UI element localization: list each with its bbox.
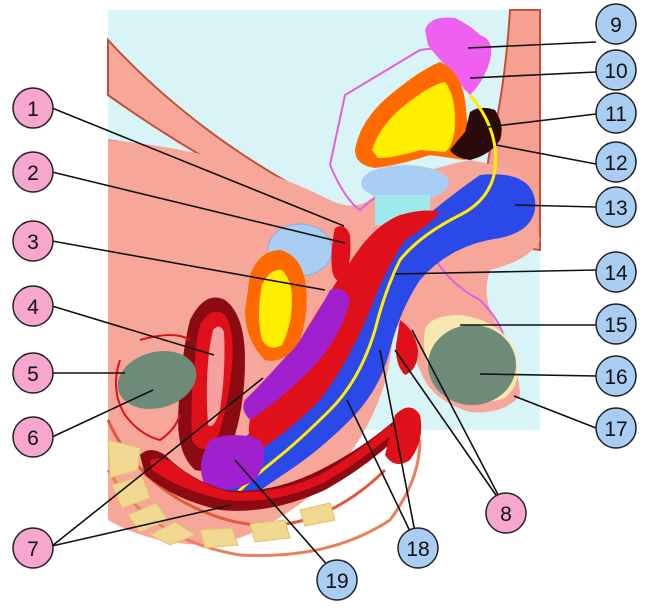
marker-7: 7 (12, 527, 54, 569)
gray-green-organ-left (117, 351, 197, 409)
svg-text:7: 7 (27, 538, 39, 561)
marker-15: 15 (595, 303, 637, 345)
svg-text:15: 15 (604, 314, 627, 337)
marker-2: 2 (12, 151, 54, 193)
marker-11: 11 (595, 92, 637, 134)
red-fringe-outer (139, 334, 191, 341)
red-fringe (115, 359, 181, 442)
svg-text:16: 16 (604, 366, 627, 389)
purple-channel (243, 288, 350, 420)
marker-13: 13 (595, 186, 637, 228)
marker-17: 17 (595, 407, 637, 449)
yellow-organ-left (259, 269, 292, 348)
svg-text:8: 8 (500, 503, 512, 526)
marker-4: 4 (12, 285, 54, 327)
seminal-vesicle-magenta (425, 17, 492, 95)
red-attachment (331, 226, 351, 282)
svg-text:19: 19 (325, 570, 348, 593)
vesicle-yellow (372, 82, 455, 158)
svg-text:10: 10 (604, 60, 627, 83)
marker-14: 14 (595, 251, 637, 293)
svg-text:18: 18 (406, 538, 429, 561)
marker-1: 1 (12, 87, 54, 129)
svg-text:3: 3 (27, 231, 39, 254)
svg-text:9: 9 (610, 14, 622, 37)
svg-text:4: 4 (27, 296, 39, 319)
svg-text:2: 2 (27, 162, 39, 185)
red-muscle (248, 210, 440, 450)
lower-red-band (150, 425, 395, 501)
svg-text:17: 17 (604, 418, 627, 441)
organ-core (206, 326, 225, 426)
svg-text:12: 12 (604, 152, 627, 175)
svg-text:14: 14 (604, 262, 628, 285)
marker-16: 16 (595, 355, 637, 397)
red-bulge (395, 320, 418, 375)
svg-text:6: 6 (27, 427, 39, 450)
marker-19: 19 (316, 559, 358, 601)
marker-18: 18 (397, 527, 439, 569)
svg-text:1: 1 (27, 98, 39, 121)
svg-text:5: 5 (27, 363, 39, 386)
marker-8: 8 (485, 492, 527, 534)
bone-segments (107, 439, 336, 549)
marker-12: 12 (595, 141, 637, 183)
svg-text:13: 13 (604, 197, 627, 220)
leader-lines (51, 41, 597, 577)
urethra-line (233, 94, 498, 497)
marker-9: 9 (595, 3, 637, 45)
svg-text:11: 11 (605, 103, 627, 126)
marker-10: 10 (595, 49, 637, 91)
marker-5: 5 (12, 352, 54, 394)
marker-3: 3 (12, 220, 54, 262)
gray-green-organ-right (428, 325, 516, 405)
bladder-lumen (361, 165, 449, 201)
marker-6: 6 (12, 416, 54, 458)
